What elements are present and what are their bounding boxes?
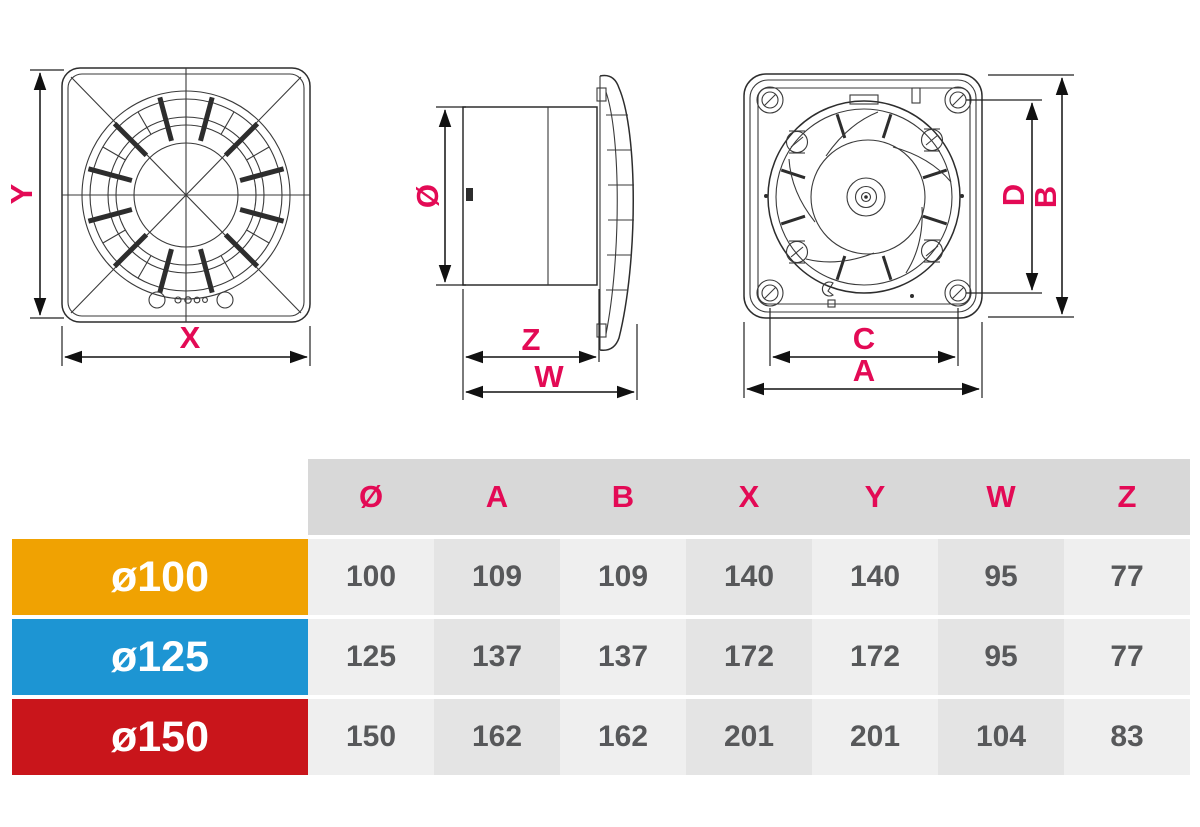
column-header: A (485, 479, 509, 514)
column-header: Y (864, 479, 886, 514)
table-row: ø150 150 162 162 201 201 104 83 (12, 699, 1190, 775)
table-cell: 109 (434, 539, 560, 615)
dim-label-c: C (852, 321, 876, 356)
dimensions-table: Ø A B X Y W Z ø100 100 109 109 140 140 9… (12, 459, 1190, 779)
row-label-100: ø100 (12, 539, 308, 615)
table-cell: 77 (1064, 619, 1190, 695)
dim-label-y: Y (4, 183, 39, 205)
table-cell: 172 (686, 619, 812, 695)
table-cell: 140 (686, 539, 812, 615)
ring-struts (780, 113, 948, 281)
row-label-125: ø125 (12, 619, 308, 695)
table-cell: 201 (686, 699, 812, 775)
table-cell: 77 (1064, 539, 1190, 615)
dim-label-d: D (996, 183, 1031, 207)
table-cell: 162 (560, 699, 686, 775)
table-cell: 95 (938, 619, 1064, 695)
table-cell: 140 (812, 539, 938, 615)
dim-label-b: B (1028, 185, 1063, 209)
dim-label-dia: Ø (410, 183, 445, 209)
table-cell: 100 (308, 539, 434, 615)
front-view (30, 67, 311, 366)
dim-label-x: X (179, 320, 201, 355)
dim-label-z: Z (521, 322, 541, 357)
table-cell: 95 (938, 539, 1064, 615)
dim-label-w: W (534, 359, 564, 394)
table-row: ø125 125 137 137 172 172 95 77 (12, 619, 1190, 695)
table-cell: 137 (560, 619, 686, 695)
table-cell: 83 (1064, 699, 1190, 775)
table-header-row: Ø A B X Y W Z (308, 459, 1190, 535)
back-view (743, 73, 1074, 398)
table-cell: 172 (812, 619, 938, 695)
motor-screws (785, 128, 944, 264)
table-row: ø100 100 109 109 140 140 95 77 (12, 539, 1190, 615)
table-cell: 162 (434, 699, 560, 775)
technical-drawing (30, 67, 1074, 400)
table-cell: 201 (812, 699, 938, 775)
table-cell: 125 (308, 619, 434, 695)
table-cell: 150 (308, 699, 434, 775)
table-cell: 137 (434, 619, 560, 695)
column-header: X (738, 479, 760, 514)
corner-screws (756, 86, 972, 307)
dim-label-a: A (852, 353, 876, 388)
table-cell: 104 (938, 699, 1064, 775)
table-cell: 109 (560, 539, 686, 615)
column-header: B (611, 479, 635, 514)
grille-slats (87, 96, 285, 294)
column-header: Ø (358, 479, 384, 514)
row-label-150: ø150 (12, 699, 308, 775)
column-header: Z (1117, 479, 1137, 514)
column-header: W (986, 479, 1016, 514)
side-view (436, 74, 638, 400)
